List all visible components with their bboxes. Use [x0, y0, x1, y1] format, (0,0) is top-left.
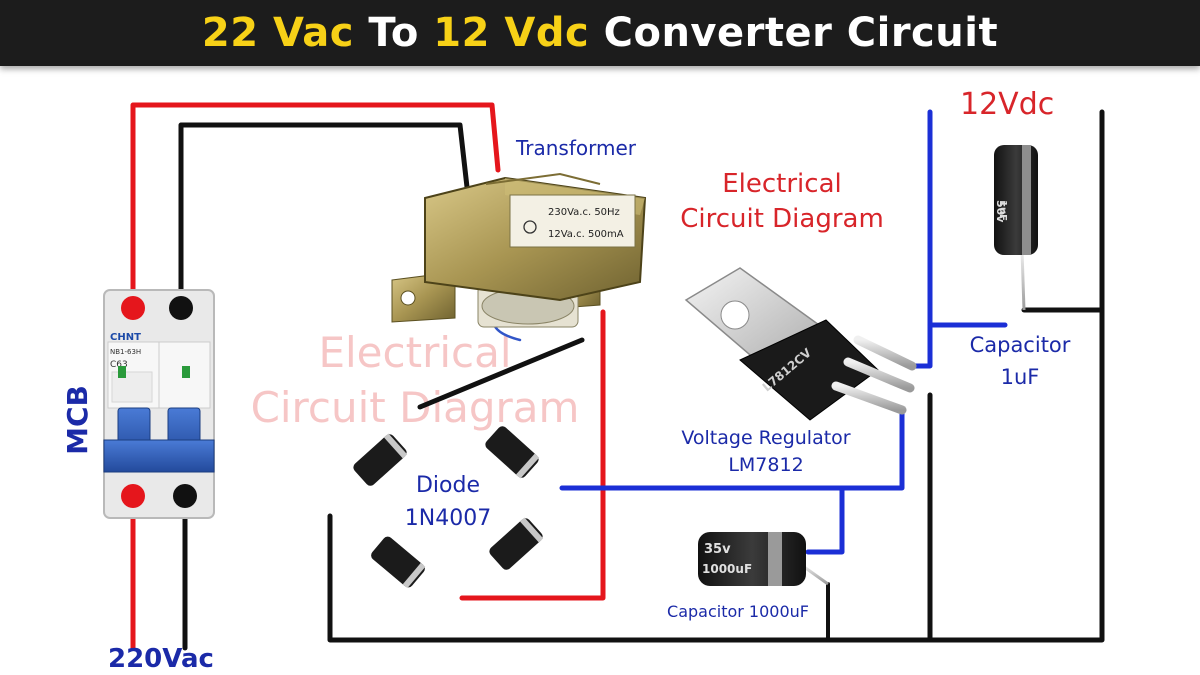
wire-secondary-black [417, 337, 585, 410]
cap-small-voltage: 50v [994, 200, 1007, 223]
watermark: Electrical Circuit Diagram [251, 328, 580, 432]
title-part-to: To [353, 10, 434, 56]
capacitor-small-label-1: Capacitor [970, 333, 1071, 357]
transformer-spec-2: 12Va.c. 500mA [548, 229, 624, 240]
mcb-brand: CHNT [110, 332, 141, 343]
voltage-regulator: L7812CV [684, 267, 917, 421]
capacitor-1uf: 50v 1uF [994, 145, 1038, 325]
transformer-label: Transformer [515, 136, 637, 160]
mcb-terminal-top-live [121, 296, 145, 320]
mcb-terminal-bottom-neutral [173, 484, 197, 508]
title-bar: 22 Vac To 12 Vdc Converter Circuit [0, 0, 1200, 66]
wire-secondary-red [459, 309, 606, 601]
transformer: 230Va.c. 50Hz 12Va.c. 500mA [391, 172, 647, 328]
electrical-circuit-label-1: Electrical [722, 169, 842, 199]
labels: Transformer Electrical Circuit Diagram 1… [61, 87, 1071, 674]
capacitor-large-label: Capacitor 1000uF [667, 602, 809, 621]
wire-ground-bus [327, 109, 1105, 643]
wire-dc-bigcap [805, 485, 845, 555]
cap-large-capacitance: 1000uF [702, 562, 752, 576]
mcb-label: MCB [61, 385, 94, 455]
wire-live-primary [130, 102, 501, 311]
output-voltage-label: 12Vdc [960, 87, 1054, 122]
regulator-label-2: LM7812 [728, 454, 803, 476]
wires [130, 102, 1105, 651]
title-part-dc: 12 Vdc [433, 10, 590, 56]
capacitor-1000uf: 35v 1000uF [698, 532, 842, 586]
mcb-terminal-top-neutral [169, 296, 193, 320]
cap-small-capacitance: 1uF [997, 200, 1008, 221]
wire-neutral-primary [178, 122, 471, 311]
mcb-model: NB1-63H [110, 348, 141, 356]
mcb-rating: C63 [110, 360, 128, 370]
diode-bottom-left [362, 531, 434, 593]
wire-dc-output [907, 109, 933, 369]
regulator-label-1: Voltage Regulator [681, 427, 850, 449]
capacitor-small-label-2: 1uF [1001, 365, 1040, 389]
diode-bottom-right [481, 512, 551, 576]
transformer-spec-1: 230Va.c. 50Hz [548, 207, 620, 218]
watermark-line1: Electrical [318, 328, 511, 377]
wire-dc-bridge-out [559, 409, 905, 491]
diode-label-1: Diode [416, 473, 480, 498]
title-part-ac: 22 Vac [201, 10, 354, 56]
diode-top-right [477, 420, 547, 484]
diode-label-2: 1N4007 [405, 506, 491, 531]
electrical-circuit-label-2: Circuit Diagram [680, 204, 884, 234]
diode-top-left [345, 428, 415, 492]
input-voltage-label: 220Vac [108, 644, 214, 674]
mcb: CHNT NB1-63H C63 [103, 289, 215, 519]
title-part-rest: Converter Circuit [589, 10, 999, 56]
watermark-line2: Circuit Diagram [251, 383, 580, 432]
mcb-terminal-bottom-live [121, 484, 145, 508]
cap-large-voltage: 35v [704, 542, 731, 557]
bridge-rectifier [345, 420, 551, 593]
